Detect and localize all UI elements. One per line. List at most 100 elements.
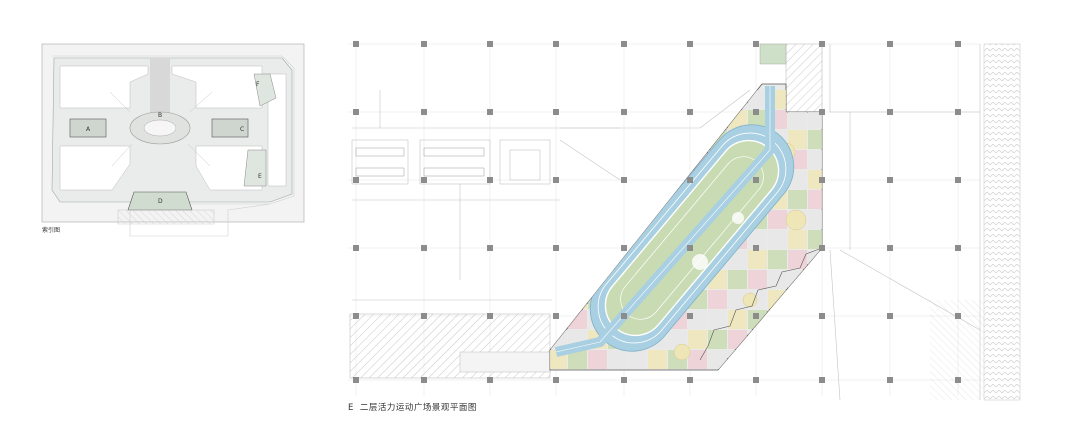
paving-tile (808, 170, 822, 189)
paving-tile (688, 130, 707, 149)
paving-tile (550, 130, 567, 149)
paving-tile (550, 270, 567, 289)
column-marker (955, 245, 961, 251)
paving-tile (628, 370, 647, 389)
paving-tile (568, 310, 587, 329)
paving-tile (568, 270, 587, 289)
paving-tile (648, 170, 667, 189)
column-marker (687, 41, 693, 47)
paving-tile (668, 90, 687, 109)
paving-tile (788, 350, 807, 369)
paving-tile (728, 310, 747, 329)
paving-tile (768, 250, 787, 269)
paving-tile (550, 190, 567, 209)
paving-tile (748, 270, 767, 289)
paving-tile (568, 130, 587, 149)
index-zone-e (243, 149, 267, 187)
paving-tile (568, 230, 587, 249)
index-map: A B C D E F (41, 43, 305, 237)
column-marker (353, 377, 359, 383)
index-zone-c (211, 118, 249, 138)
paving-tile (748, 330, 767, 349)
paving-tile (808, 110, 822, 129)
round-planter (673, 343, 691, 361)
paving-tile (708, 310, 727, 329)
column-marker (553, 41, 559, 47)
paving-tile (648, 350, 667, 369)
column-marker (887, 177, 893, 183)
plan-title: E 二层活力运动广场景观平面图 (348, 401, 483, 413)
paving-tile (550, 310, 567, 329)
paving-tile (728, 290, 747, 309)
paving-tile (550, 90, 567, 109)
paving-tile (788, 290, 807, 309)
column-marker (421, 313, 427, 319)
column-marker (353, 245, 359, 251)
paving-tile (628, 90, 647, 109)
paving-tile (808, 270, 822, 289)
paving-tile (708, 290, 727, 309)
hatched-walkway-top (785, 43, 823, 113)
index-block-ne (171, 65, 263, 109)
column-marker (687, 109, 693, 115)
paving-tile (568, 350, 587, 369)
paving-tile (568, 150, 587, 169)
column-marker (621, 177, 627, 183)
paving-tile (628, 130, 647, 149)
column-marker (421, 377, 427, 383)
paving-tile (768, 310, 787, 329)
column-marker (487, 377, 493, 383)
paving-tile (588, 110, 607, 129)
paving-tile (588, 250, 607, 269)
column-marker (487, 177, 493, 183)
paving-tile (748, 110, 767, 129)
paving-tile (568, 250, 587, 269)
column-marker (353, 41, 359, 47)
paving-tile (808, 230, 822, 249)
paving-tile (588, 210, 607, 229)
column-marker (553, 245, 559, 251)
paving-tile (768, 230, 787, 249)
column-marker (819, 245, 825, 251)
column-marker (887, 41, 893, 47)
paving-tile (808, 190, 822, 209)
paving-tile (628, 170, 647, 189)
paving-tile (788, 110, 807, 129)
column-marker (819, 377, 825, 383)
paving-tile (808, 330, 822, 349)
paving-tile (568, 170, 587, 189)
paving-tile (708, 370, 727, 389)
paving-tile (550, 290, 567, 309)
column-marker (553, 177, 559, 183)
paving-tile (588, 370, 607, 389)
paving-tile (568, 110, 587, 129)
index-zone-label: B (158, 112, 162, 119)
column-marker (955, 41, 961, 47)
column-marker (353, 109, 359, 115)
paving-tile (748, 230, 767, 249)
index-zone-label: C (240, 126, 244, 133)
paving-tile (728, 270, 747, 289)
planting-bed-top (759, 43, 787, 65)
paving-tile (768, 270, 787, 289)
paving-tile (768, 210, 787, 229)
paving-tile (628, 350, 647, 369)
paving-tile (788, 310, 807, 329)
paving-tile (588, 190, 607, 209)
plan-title-text: 二层活力运动广场景观平面图 (359, 403, 477, 413)
index-block-sw (59, 145, 131, 191)
paving-tile (668, 110, 687, 129)
index-zone-a (69, 118, 107, 138)
paving-tile (608, 350, 627, 369)
column-marker (753, 245, 759, 251)
plan-zone-letter: E (348, 403, 354, 413)
index-block-nw (59, 65, 149, 109)
column-marker (753, 41, 759, 47)
paving-tile (688, 90, 707, 109)
paving-tile (628, 150, 647, 169)
paving-tile (550, 150, 567, 169)
paving-tile (568, 210, 587, 229)
column-marker (887, 313, 893, 319)
paving-tile (728, 350, 747, 369)
